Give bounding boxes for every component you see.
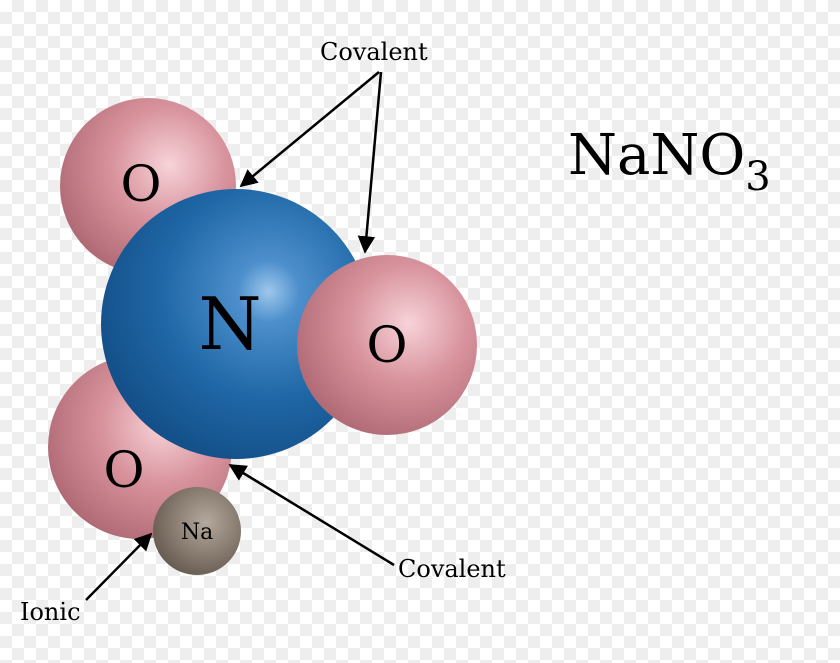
arrow-covalent-top-left	[239, 71, 380, 188]
sodium-atom: Na	[153, 487, 241, 575]
formula-subscript: 3	[745, 154, 771, 200]
arrow-ionic	[85, 532, 153, 601]
oxygen-atom-right: O	[297, 255, 477, 435]
oxygen-bottom-label: O	[104, 441, 145, 499]
sodium-label: Na	[181, 520, 213, 545]
chemical-formula: NaNO3	[568, 128, 771, 198]
covalent-bottom-label: Covalent	[398, 555, 506, 583]
oxygen-top-label: O	[121, 155, 162, 213]
oxygen-right-label: O	[367, 316, 408, 374]
arrow-covalent-top-right	[357, 71, 383, 254]
arrow-covalent-bottom	[228, 463, 395, 567]
nitrogen-label: N	[199, 282, 262, 366]
callout-arrows	[85, 71, 395, 601]
ionic-label: Ionic	[20, 598, 81, 626]
formula-main: NaNO	[568, 123, 746, 188]
covalent-top-label: Covalent	[320, 38, 428, 66]
nitrogen-atom: N	[101, 189, 371, 459]
